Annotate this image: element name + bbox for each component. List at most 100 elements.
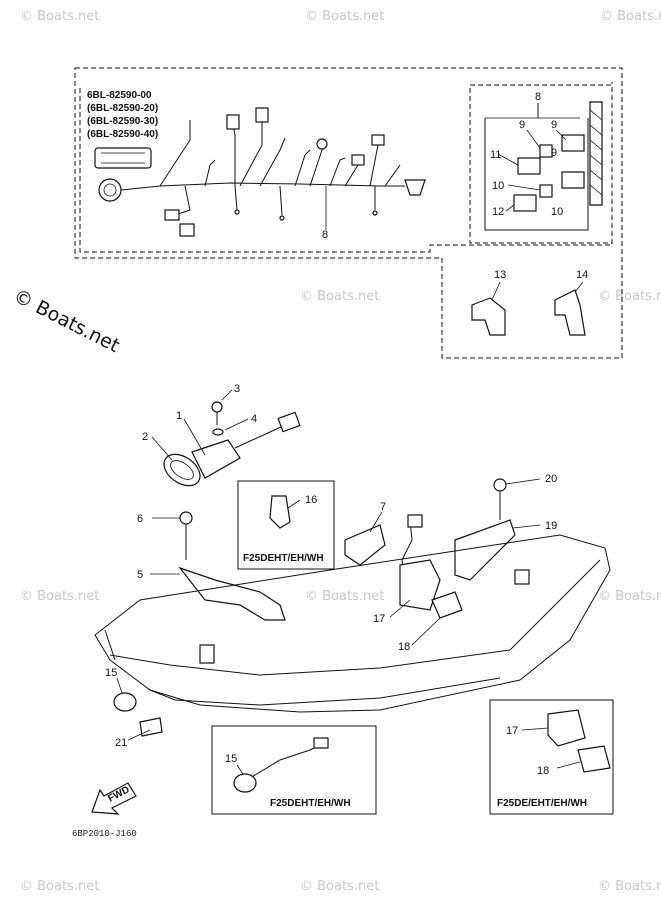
callout-number: 5 — [137, 569, 143, 581]
relay-icon — [561, 171, 585, 189]
ground-terminal-icon — [404, 179, 426, 196]
callout-number: 11 — [490, 149, 501, 161]
callout-number: 17 — [506, 725, 518, 737]
seal-icon — [577, 745, 611, 773]
clamp-icon — [344, 524, 386, 566]
bracket-icon — [178, 566, 286, 621]
callout-number: 15 — [105, 667, 117, 679]
model-codes: 6BL-82590-00 (6BL-82590-20) (6BL-82590-3… — [87, 90, 158, 140]
model-code: (6BL-82590-40) — [87, 129, 158, 140]
watermark-logo: © Boats.net — [10, 285, 123, 357]
round-terminal-icon — [316, 138, 328, 150]
grommet-icon — [113, 692, 137, 712]
connector-icon — [351, 154, 365, 166]
callout-number: 20 — [545, 473, 557, 485]
connector-icon — [407, 514, 423, 528]
callout-number: 9 — [551, 147, 557, 159]
watermark: © Boats.net — [598, 289, 661, 304]
callout-number: 3 — [234, 383, 240, 395]
callout-number: 7 — [380, 501, 386, 513]
connector-icon — [277, 411, 301, 433]
washer-icon — [212, 428, 224, 436]
watermark: © Boats.net — [300, 879, 379, 894]
watermark: © Boats.net — [598, 879, 661, 894]
fwd-arrow: FWD — [91, 782, 137, 815]
watermark: © Boats.net — [305, 9, 384, 24]
harness-assembly-outline — [74, 67, 623, 359]
callout-number: 21 — [115, 737, 127, 749]
inset-variant-label: F25DEHT/EH/WH — [243, 553, 324, 564]
callout-number: 15 — [225, 753, 237, 765]
watermark: © Boats.net — [598, 589, 661, 604]
grommet-seal-icon — [163, 453, 201, 487]
callout-number: 8 — [322, 229, 328, 241]
model-code: (6BL-82590-30) — [87, 116, 158, 127]
callout-number: 1 — [176, 410, 182, 422]
watermark: © Boats.net — [20, 879, 99, 894]
callout-number: 9 — [551, 119, 557, 131]
callout-number: 19 — [545, 520, 557, 532]
grommet-icon — [191, 439, 241, 479]
connector-icon — [313, 737, 329, 749]
connector-icon — [269, 495, 291, 529]
model-code: 6BL-82590-00 — [87, 90, 152, 101]
bottom-cowling — [94, 534, 611, 713]
callout-number: 6 — [137, 513, 143, 525]
callout-number: 9 — [519, 119, 525, 131]
grommet-icon — [233, 773, 257, 793]
inset-16: F25DEHT/EH/WH — [237, 480, 335, 570]
watermark: © Boats.net — [20, 9, 99, 24]
label-sticker-icon — [139, 717, 163, 737]
inset-variant-label: F25DE/EHT/EH/WH — [497, 798, 587, 809]
cover-icon — [547, 709, 586, 747]
watermark: © Boats.net — [600, 9, 661, 24]
bolt-head-icon — [179, 511, 193, 525]
connector-icon — [371, 134, 385, 146]
clip-icon — [471, 297, 506, 336]
callout-number: 18 — [537, 765, 549, 777]
grommet-assembly — [163, 401, 301, 487]
callout-number: 8 — [535, 91, 541, 103]
relay-icon — [517, 157, 541, 175]
inset-17-18: F25DE/EHT/EH/WH — [489, 699, 614, 815]
connector-icon — [226, 114, 240, 130]
seal-icon — [431, 591, 463, 619]
round-connector-icon — [98, 178, 122, 202]
connector-icon — [539, 184, 553, 198]
grommet-15 — [113, 692, 163, 737]
watermark: © Boats.net — [300, 289, 379, 304]
connector-icon — [255, 107, 269, 123]
clips — [471, 281, 586, 336]
connector-icon — [179, 223, 195, 237]
inset-variant-label: F25DEHT/EH/WH — [270, 798, 351, 809]
watermark: © Boats.net — [20, 589, 99, 604]
right-parts — [344, 478, 516, 619]
callout-number: 16 — [305, 494, 317, 506]
bracket-icon — [454, 519, 516, 581]
inset-15: F25DEHT/EH/WH — [211, 725, 377, 815]
boss-icon — [514, 569, 530, 585]
connector-icon — [539, 144, 553, 158]
model-code: (6BL-82590-20) — [87, 103, 158, 114]
clip-icon — [554, 289, 586, 336]
callout-number: 13 — [494, 269, 506, 281]
wiring-harness — [94, 107, 426, 237]
connector-icon — [164, 209, 180, 221]
callout-number: 17 — [373, 613, 385, 625]
callout-number: 10 — [492, 180, 504, 192]
callout-number: 18 — [398, 641, 410, 653]
diagram-code: 6BP2010-J160 — [72, 829, 137, 839]
multi-pin-connector-icon — [94, 147, 152, 169]
relay-icon — [561, 134, 585, 152]
leader-lines — [116, 103, 581, 775]
callout-number: 14 — [576, 269, 588, 281]
relay-icon — [513, 194, 537, 212]
callout-number: 2 — [142, 431, 148, 443]
callout-number: 12 — [492, 206, 504, 218]
callout-number: 4 — [251, 413, 257, 425]
forward-arrow-icon — [91, 782, 137, 815]
relay-inset — [469, 84, 613, 244]
boss-icon — [199, 644, 215, 664]
callout-number: 10 — [551, 206, 563, 218]
